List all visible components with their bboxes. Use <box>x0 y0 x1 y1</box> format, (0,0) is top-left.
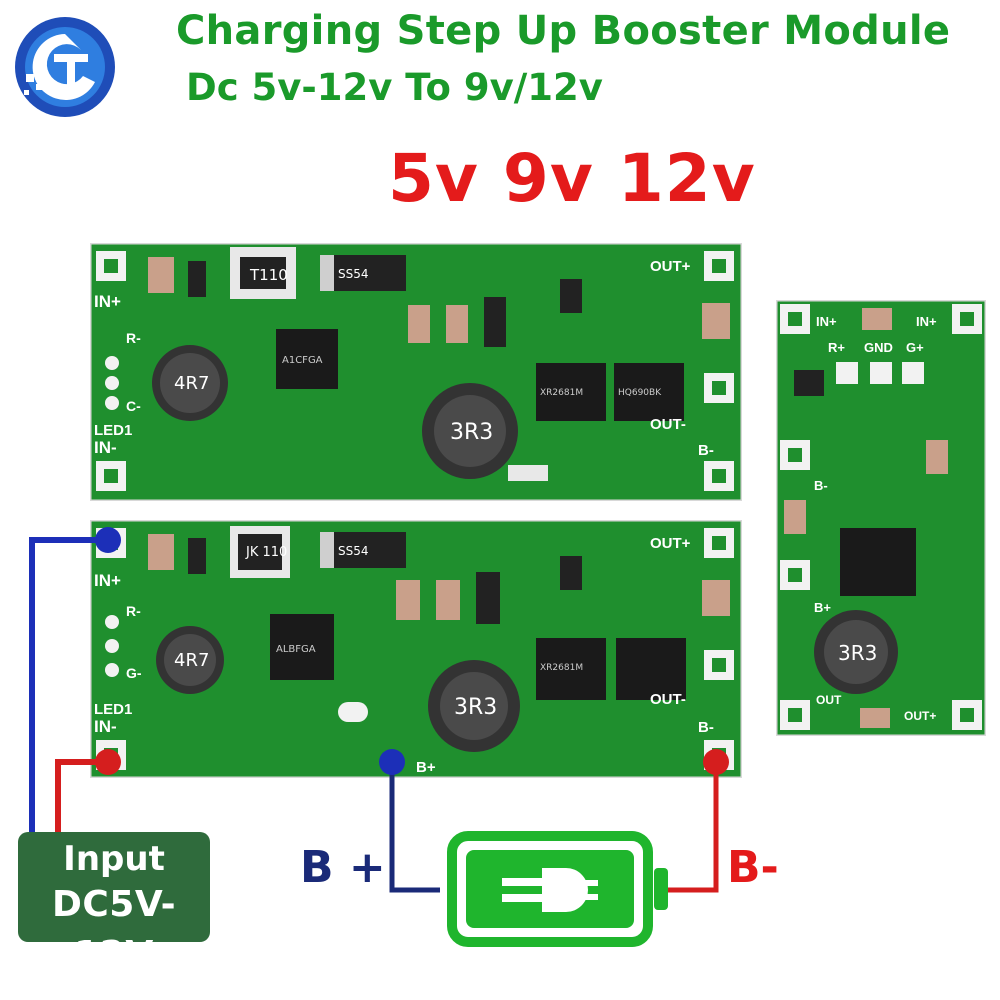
b-plus-label: B+ <box>814 600 831 615</box>
out-plus-label: OUT+ <box>650 535 691 552</box>
voltage-options: 5v 9v 12v <box>388 140 756 217</box>
r-plus-label: R+ <box>828 340 845 355</box>
led-label: LED1 <box>94 701 132 718</box>
out-plus-label: OUT+ <box>650 258 691 275</box>
ic3-marking: HQ690BK <box>618 388 662 398</box>
battery-negative-label: B- <box>727 842 779 893</box>
battery-positive-label: B + <box>300 842 386 893</box>
in-plus-label: IN+ <box>94 292 121 311</box>
out-plus-label: OUT+ <box>904 709 936 723</box>
led-label: LED1 <box>94 422 132 439</box>
product-subtitle: Dc 5v-12v To 9v/12v <box>186 66 603 109</box>
big-inductor-marking: 3R3 <box>450 420 493 445</box>
ic1-marking: ALBFGA <box>276 644 316 655</box>
ic1-marking: A1CFGA <box>282 355 323 366</box>
in-plus-label: IN+ <box>816 314 837 329</box>
product-title: Charging Step Up Booster Module <box>176 8 951 54</box>
g-minus-label: G- <box>126 665 142 681</box>
pcb-board-right: IN+ IN+ R+ GND G+ B- B+ OUT OUT+ 3R3 <box>776 300 986 736</box>
gnd-label: GND <box>864 340 893 355</box>
brand-logo-icon <box>15 17 115 117</box>
b-plus-label: B+ <box>416 759 436 776</box>
g-plus-label: G+ <box>906 340 924 355</box>
in-plus-label: IN+ <box>94 571 121 590</box>
b-minus-label: B- <box>698 442 714 459</box>
b-minus-label: B- <box>814 478 828 493</box>
pcb-board-middle: IN+ IN- LED1 R- G- OUT+ OUT- B+ B- JK 11… <box>90 520 742 778</box>
input-title: Input <box>63 839 165 879</box>
input-voltage-label: Input DC5V-12V <box>18 832 210 975</box>
big-inductor-marking: 3R3 <box>454 695 497 720</box>
small-inductor-marking: 4R7 <box>174 650 209 671</box>
ic2-marking: XR2681M <box>540 388 583 398</box>
r-minus-label: R- <box>126 603 141 619</box>
transistor-marking: T110 <box>249 266 288 284</box>
small-inductor-marking: 4R7 <box>174 373 209 394</box>
out-minus-label: OUT- <box>650 691 686 708</box>
input-range: DC5V-12V <box>51 884 177 975</box>
pcb-board-top: IN+ IN- LED1 R- C- OUT+ OUT- B- T110 SS5… <box>90 243 742 501</box>
battery-plug-icon <box>447 831 668 947</box>
b-minus-label: B- <box>698 719 714 736</box>
r-minus-label: R- <box>126 330 141 346</box>
diode-marking: SS54 <box>338 267 369 281</box>
ic2-marking: XR2681M <box>540 663 583 673</box>
in-minus-label: IN- <box>94 717 117 736</box>
in-plus-label-right: IN+ <box>916 314 937 329</box>
in-minus-label: IN- <box>94 438 117 457</box>
c-minus-label: C- <box>126 398 141 414</box>
inductor-marking: 3R3 <box>838 641 877 665</box>
out-label: OUT <box>816 693 842 707</box>
out-minus-label: OUT- <box>650 416 686 433</box>
transistor-marking: JK 110 <box>245 545 287 560</box>
diode-marking: SS54 <box>338 544 369 558</box>
